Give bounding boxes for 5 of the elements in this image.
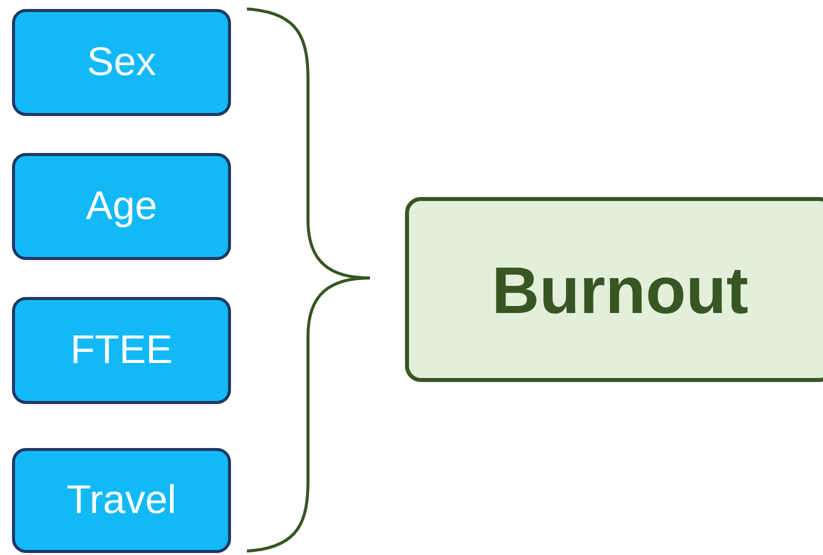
factor-box: Sex	[12, 9, 231, 116]
factor-box: Age	[12, 153, 231, 260]
factor-box: FTEE	[12, 297, 231, 404]
outcome-box: Burnout	[405, 197, 823, 382]
factor-box: Travel	[12, 448, 231, 553]
